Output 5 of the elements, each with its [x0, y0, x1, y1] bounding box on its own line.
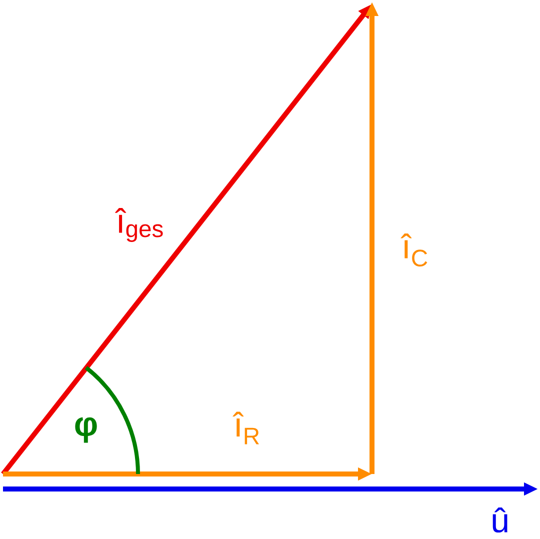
vector-label: î$_{R}$ [232, 412, 259, 444]
vector-label: î$_{C}$ [400, 233, 428, 267]
vector-label: û [492, 507, 508, 533]
angle-label: φ [75, 417, 97, 443]
vector-label: î$_{ges}$ [115, 208, 163, 242]
